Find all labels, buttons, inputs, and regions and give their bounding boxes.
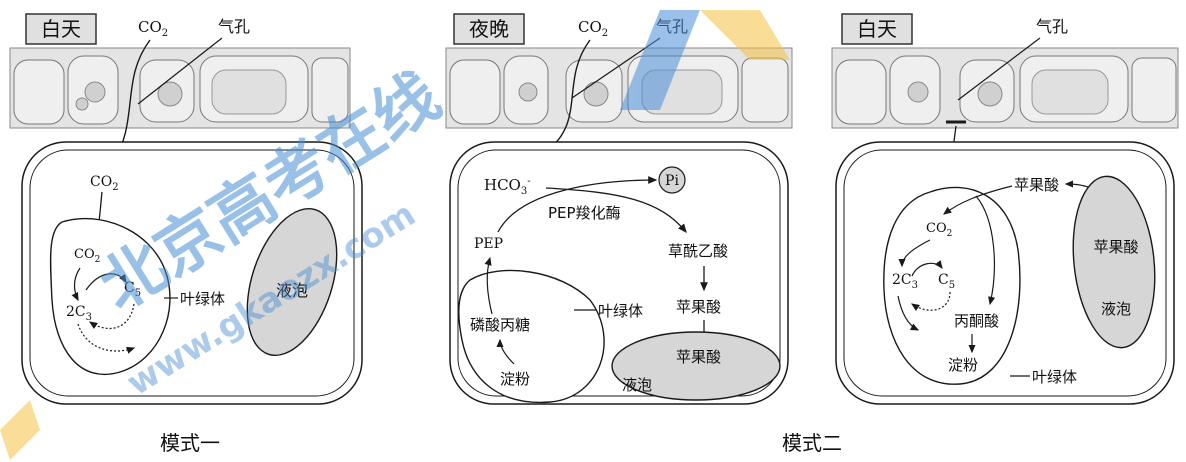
panel-mode2-day: 白天 气孔 苹果酸 CO2 2C3 C5 丙酮酸 淀粉 叶绿体 苹果酸 液泡 bbox=[831, 13, 1179, 405]
c3-label: 2C3 bbox=[66, 304, 92, 323]
co2-chloro-label: CO2 bbox=[74, 247, 100, 265]
c5-label: C5 bbox=[938, 272, 955, 291]
hco3-label: HCO3- bbox=[484, 176, 531, 197]
co2-cell-label: CO2 bbox=[90, 174, 119, 193]
co2-label: CO2 bbox=[138, 18, 168, 39]
starch-label: 淀粉 bbox=[500, 370, 530, 388]
time-label: 夜晚 bbox=[469, 17, 509, 41]
chloroplast-3 bbox=[883, 186, 1021, 385]
co2-label: CO2 bbox=[578, 18, 608, 39]
stoma-label: 气孔 bbox=[1036, 17, 1068, 36]
time-label: 白天 bbox=[857, 17, 897, 41]
pi-circle bbox=[658, 166, 686, 194]
malate-cyto-label: 苹果酸 bbox=[676, 298, 721, 316]
panel-mode2-night: 夜晚 CO2 气孔 HCO3- Pi PEP羧化酶 PEP 草酰乙酸 苹果酸 磷… bbox=[445, 13, 793, 405]
watermark-logo bbox=[0, 10, 790, 460]
c3-label: 2C3 bbox=[892, 272, 918, 291]
c5-label: C5 bbox=[124, 280, 141, 299]
starch-label: 淀粉 bbox=[948, 356, 978, 374]
chloroplast-1 bbox=[49, 217, 171, 376]
vacuole-label: 液泡 bbox=[276, 281, 308, 300]
pyruvate-label: 丙酮酸 bbox=[954, 312, 999, 330]
epidermis-3 bbox=[831, 47, 1179, 129]
co2-label: CO2 bbox=[926, 221, 952, 239]
caption-mode1: 模式一 bbox=[160, 431, 220, 455]
enzyme-label: PEP羧化酶 bbox=[548, 204, 621, 222]
malate-vac-label: 苹果酸 bbox=[1093, 238, 1138, 256]
panel-mode1-day: 白天 CO2 气孔 CO2 CO2 2C3 C5 叶绿体 液泡 bbox=[9, 13, 363, 405]
chloroplast-label: 叶绿体 bbox=[1032, 368, 1077, 386]
epidermis-1 bbox=[9, 47, 351, 129]
oxaloacetate-label: 草酰乙酸 bbox=[668, 242, 728, 260]
triose-label: 磷酸丙糖 bbox=[470, 316, 530, 334]
vacuole-2 bbox=[611, 331, 781, 401]
chloroplast-label: 叶绿体 bbox=[180, 290, 225, 308]
stoma-pointer bbox=[137, 37, 223, 105]
pep-label: PEP bbox=[474, 236, 503, 252]
vacuole-label: 液泡 bbox=[622, 376, 652, 394]
malate-vac-label: 苹果酸 bbox=[676, 348, 721, 366]
epidermis-2 bbox=[445, 47, 793, 129]
vacuole-3 bbox=[1072, 175, 1156, 349]
vacuole-1 bbox=[246, 207, 338, 357]
stoma-label: 气孔 bbox=[218, 17, 250, 36]
vacuole-label: 液泡 bbox=[1101, 300, 1131, 318]
malate-cyto-label: 苹果酸 bbox=[1014, 176, 1059, 194]
time-label: 白天 bbox=[41, 17, 81, 41]
chloroplast-label: 叶绿体 bbox=[598, 302, 643, 320]
pi-label: Pi bbox=[665, 173, 679, 189]
caption-mode2: 模式二 bbox=[782, 431, 842, 455]
chloroplast-2 bbox=[458, 269, 605, 404]
